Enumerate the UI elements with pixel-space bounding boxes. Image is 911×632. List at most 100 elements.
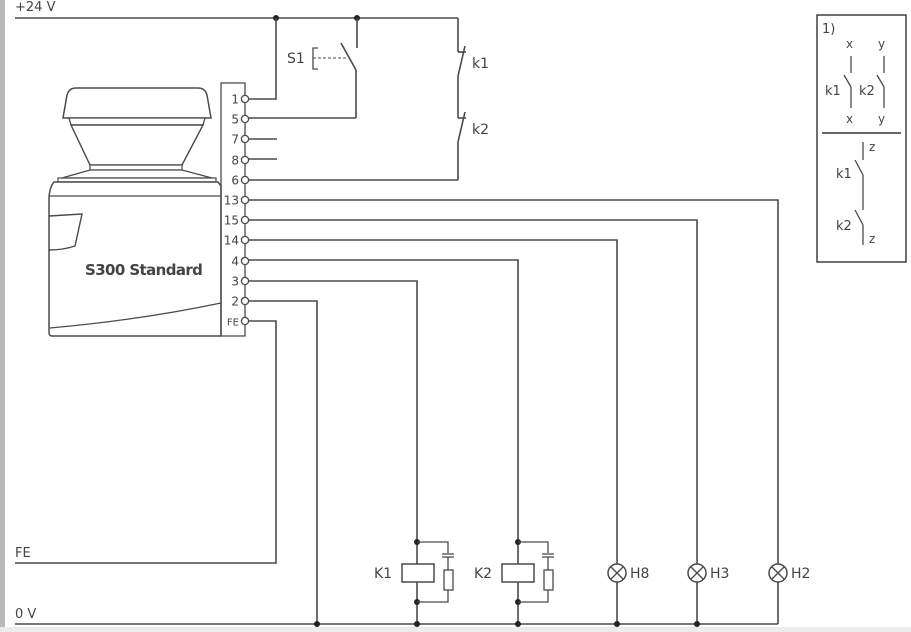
note-label-k1: k1 <box>836 167 852 182</box>
terminal-connector <box>240 94 250 104</box>
wire-terminal-3 <box>247 280 418 624</box>
terminal-connector <box>240 215 250 225</box>
terminal-label: FE <box>227 318 239 329</box>
junction-dot <box>694 621 700 627</box>
note-label-y: y <box>878 37 885 51</box>
terminal-label: 4 <box>231 255 239 269</box>
terminal-label: 3 <box>231 275 239 289</box>
terminal-strip-outline <box>221 326 246 337</box>
rail-label-fe: FE <box>15 546 31 561</box>
terminal-label: 14 <box>224 234 239 248</box>
relay-label: K1 <box>374 566 392 582</box>
junction-dot <box>414 621 420 627</box>
lamp-label: H3 <box>710 566 729 582</box>
lamp-label: H2 <box>791 566 810 582</box>
contact-blade <box>843 74 852 88</box>
terminal-13: 13 <box>224 194 250 208</box>
lamp-cross <box>771 566 785 580</box>
note-label-k1: k1 <box>825 84 841 99</box>
wire <box>417 541 449 553</box>
terminal-label: 13 <box>224 194 239 208</box>
window-left-edge <box>0 0 5 632</box>
terminal-label: 6 <box>231 174 239 188</box>
terminal-1: 1 <box>231 93 250 107</box>
wire-terminal-2 <box>247 300 318 624</box>
lamp-h3: H3 <box>687 563 729 583</box>
terminal-connector <box>240 175 250 185</box>
rail-label-0v: 0 V <box>15 607 36 622</box>
resistor <box>543 569 554 591</box>
lamp-cross <box>610 566 624 580</box>
terminal-label: 5 <box>231 113 239 127</box>
contact-blade <box>854 209 864 226</box>
terminal-8: 8 <box>231 154 250 168</box>
scanner-body-curve <box>49 302 222 329</box>
window-bottom-edge <box>0 627 911 632</box>
lamp-cross <box>690 566 704 580</box>
wire <box>518 541 549 553</box>
junction-dot <box>515 621 521 627</box>
scanner-body <box>48 181 222 337</box>
terminal-connector <box>240 134 250 144</box>
wire <box>518 590 549 603</box>
terminal-fe: FE <box>227 316 250 329</box>
terminal-connector <box>240 195 250 205</box>
resistor <box>443 569 454 591</box>
switch-label: S1 <box>287 51 305 67</box>
terminal-connector <box>240 276 250 286</box>
wire-terminal-4 <box>247 259 519 624</box>
terminal-4: 4 <box>231 255 250 269</box>
terminal-6: 6 <box>231 174 250 188</box>
terminal-connector <box>240 235 250 245</box>
wire-terminal-1 <box>247 18 277 100</box>
lamp-h2: H2 <box>768 563 810 583</box>
note-box: 1) x y k1 k2 x y z k1 k2 z <box>816 14 907 263</box>
wire-terminal-13 <box>247 199 779 624</box>
terminal-label: 15 <box>224 214 239 228</box>
note-label-x: x <box>846 37 853 51</box>
device-name: S300 Standard <box>85 261 202 279</box>
scanner-ring <box>68 117 206 126</box>
terminal-label: 8 <box>231 154 239 168</box>
relay-coil <box>501 563 535 583</box>
terminal-connector <box>240 316 250 326</box>
terminal-7: 7 <box>231 133 250 147</box>
note-label-x: x <box>846 112 853 126</box>
terminal-strip-outline <box>220 82 246 336</box>
terminal-label: 1 <box>231 93 239 107</box>
terminal-connector <box>240 114 250 124</box>
terminal-5: 5 <box>231 113 250 127</box>
rail-label-24v: +24 V <box>15 0 56 15</box>
scanner-window <box>69 124 205 166</box>
note-number: 1) <box>822 22 835 37</box>
note-label-k2: k2 <box>836 219 852 234</box>
wire-terminal-14 <box>247 239 618 624</box>
note-label-k2: k2 <box>859 84 875 99</box>
terminal-connector <box>240 296 250 306</box>
s300-scanner: S300 Standard <box>48 87 222 337</box>
contact-blade-k2 <box>457 111 466 143</box>
switch-s1: S1 <box>287 18 358 118</box>
note-frame <box>816 14 907 263</box>
terminal-connector <box>240 256 250 266</box>
contact-blade <box>854 159 864 176</box>
wire-terminal-15 <box>247 219 698 624</box>
scanner-base-ring <box>61 169 213 179</box>
note-label-z: z <box>869 232 875 246</box>
note-label-y: y <box>878 112 885 126</box>
terminal-label: 7 <box>231 133 239 147</box>
contacts-k1-k2: k1 k2 <box>457 18 489 180</box>
wire-terminal-fe <box>15 320 277 564</box>
relay-k2: K2 <box>474 539 554 605</box>
relay-coil <box>401 563 435 583</box>
relay-label: K2 <box>474 566 492 582</box>
scanner-neck <box>89 164 183 171</box>
scanner-display-window <box>48 213 83 251</box>
relay-k1: K1 <box>374 539 454 605</box>
junction-dot <box>314 621 320 627</box>
switch-blade <box>340 42 357 71</box>
contact-blade <box>876 74 885 88</box>
